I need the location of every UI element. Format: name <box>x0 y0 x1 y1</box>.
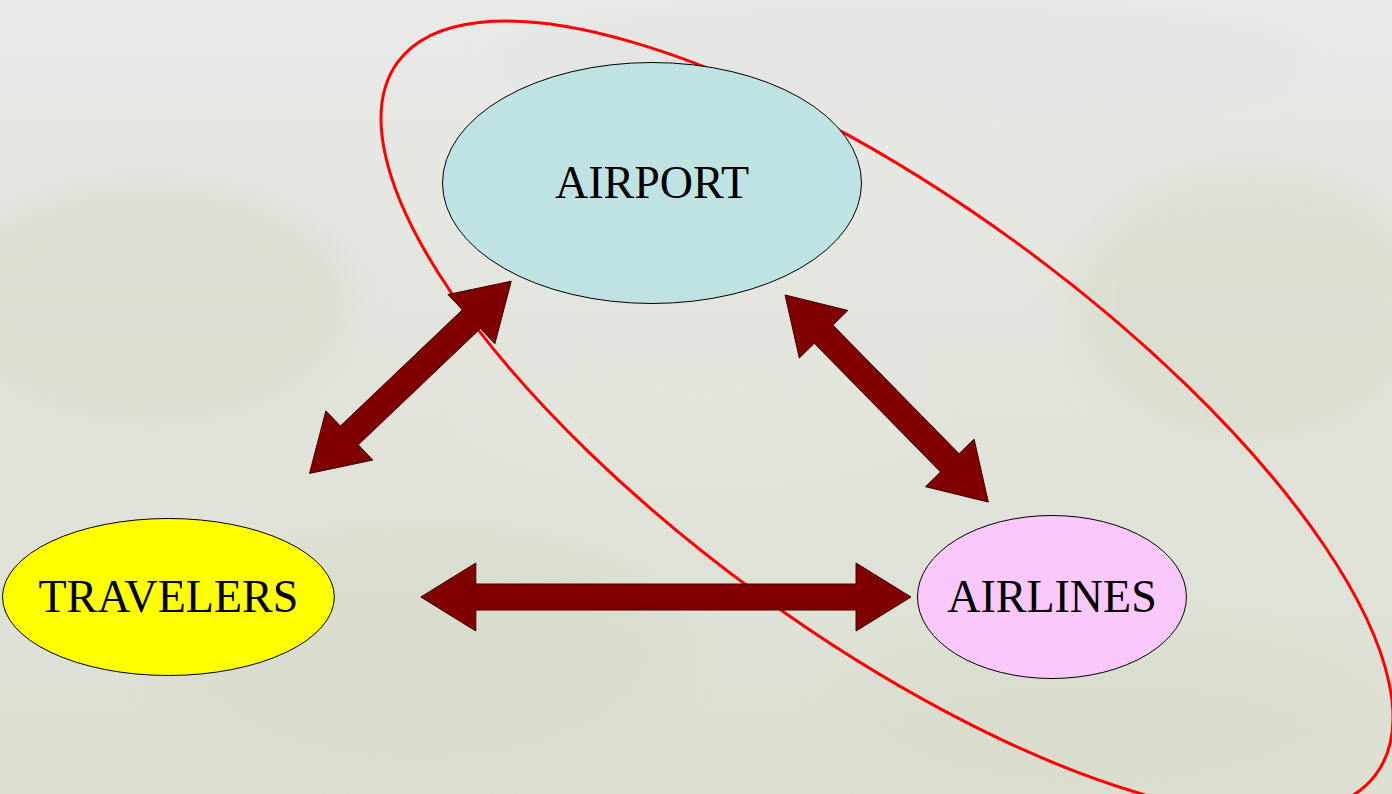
node-label: AIRPORT <box>555 157 749 210</box>
ellipse-fill <box>443 63 862 304</box>
node-label: AIRLINES <box>947 571 1157 624</box>
double-arrow <box>421 563 911 631</box>
double-arrow <box>785 295 988 502</box>
node-label: TRAVELERS <box>38 571 298 624</box>
travelers-ellipse: TRAVELERS <box>2 518 335 676</box>
ellipse-fill <box>3 519 335 676</box>
double-arrow <box>310 281 512 473</box>
airlines-ellipse: AIRLINES <box>917 515 1187 679</box>
group-outline <box>269 0 1392 794</box>
airport-ellipse: AIRPORT <box>442 62 862 304</box>
ellipse-fill <box>918 516 1187 679</box>
